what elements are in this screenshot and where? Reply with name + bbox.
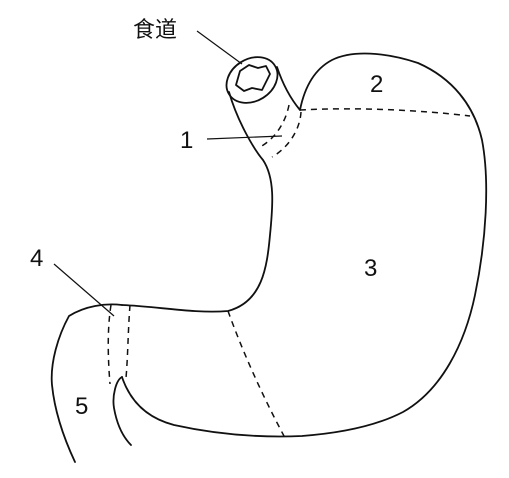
esophagus-tube (225, 56, 279, 104)
region-2-label: 2 (370, 71, 383, 98)
region-3-label: 3 (364, 255, 377, 282)
region-1-leader-line (206, 135, 283, 140)
region-5-label: 5 (75, 393, 88, 420)
region-1-label: 1 (180, 127, 193, 154)
esophagus-label: 食道 (133, 18, 177, 43)
esophagus-opening-outer (225, 56, 279, 104)
duodenum-inner-outline (112, 376, 132, 446)
esophagus-lumen (235, 64, 271, 92)
cardia-boundary-lower (271, 111, 302, 158)
pylorus-boundary-right (125, 304, 131, 379)
fundus-body-boundary (299, 108, 471, 117)
pylorus-boundary-left (107, 304, 112, 385)
region-4-leader-line (53, 263, 115, 317)
stomach-fundus-greater-curvature-outline (121, 52, 488, 438)
esophagus-leader-line (196, 30, 243, 65)
cardia-boundary-upper (259, 104, 290, 148)
region-4-label: 4 (30, 245, 43, 272)
duodenum-outline (50, 303, 123, 463)
stomach-lesser-curvature-outline (121, 91, 274, 313)
body-antrum-boundary (227, 310, 285, 437)
